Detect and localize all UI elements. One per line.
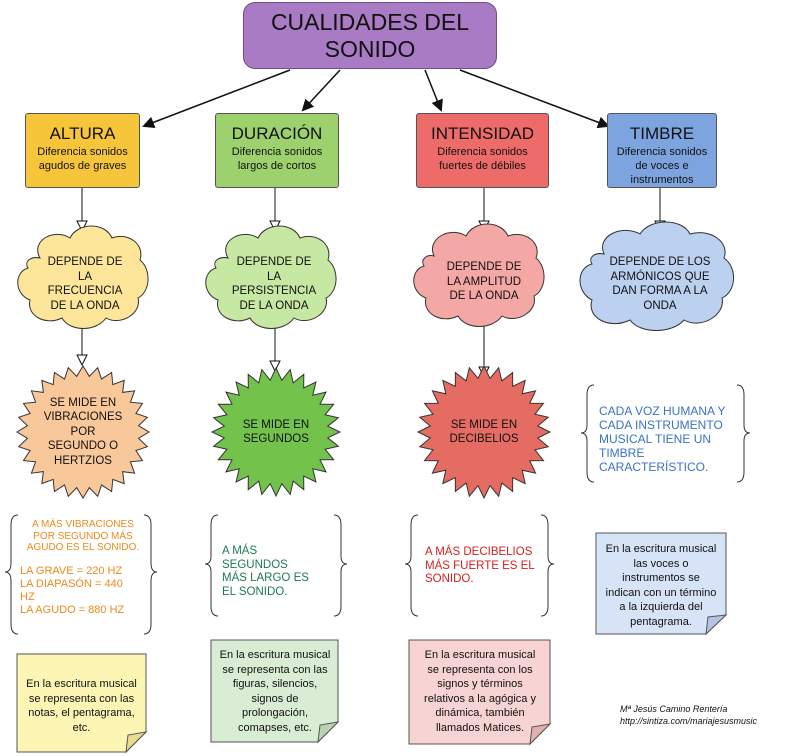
vertical-connectors bbox=[82, 188, 660, 376]
note-altura-text: En la escritura musical se representa co… bbox=[26, 678, 137, 734]
arrow-to-intensidad bbox=[424, 69, 443, 112]
author-credit: Mª Jesús Camino Rentería http://sintiza.… bbox=[620, 704, 758, 726]
cloud-timbre-shape bbox=[579, 221, 734, 331]
note-timbre-shape bbox=[595, 532, 728, 636]
note-intensidad-shape bbox=[408, 639, 552, 746]
note-duracion-text: En la escritura musical se representa co… bbox=[219, 649, 331, 734]
braces bbox=[4, 384, 751, 635]
star-intensidad-shape bbox=[416, 364, 552, 500]
category-timbre: TIMBRE Diferencia sonidos de voces e ins… bbox=[607, 113, 717, 188]
cloud-duracion-text: DEPENDE DE LA PERSISTENCIA DE LA ONDA bbox=[231, 256, 317, 312]
note-duracion-shape bbox=[210, 639, 340, 744]
category-timbre-name: TIMBRE bbox=[629, 124, 695, 143]
star-duracion-shape bbox=[210, 366, 342, 498]
cloud-duracion-shape bbox=[205, 225, 337, 329]
category-duracion: DURACIÓN Diferencia sonidos largos de co… bbox=[215, 113, 339, 188]
note-altura-shape bbox=[16, 653, 148, 754]
altura-brace-text-a: A MÁS VIBRACIONES POR SEGUNDO MÁS AGUDO … bbox=[26, 519, 140, 553]
category-altura-desc: Diferencia sonidos agudos de graves bbox=[37, 146, 128, 172]
note-timbre-text: En la escritura musical las voces o inst… bbox=[605, 543, 717, 628]
category-duracion-desc: Diferencia sonidos largos de cortos bbox=[231, 146, 323, 172]
category-intensidad-desc: Diferencia sonidos fuertes de débiles bbox=[437, 146, 528, 172]
category-altura-name: ALTURA bbox=[49, 124, 116, 143]
star-duracion-text: SE MIDE EN SEGUNDOS bbox=[242, 418, 310, 446]
diagram-title: CUALIDADES DEL SONIDO bbox=[270, 8, 470, 62]
category-timbre-desc: Diferencia sonidos de voces e instrument… bbox=[616, 146, 708, 186]
arrow-to-altura bbox=[142, 69, 291, 129]
intensidad-brace-text: A MÁS DECIBELIOS MÁS FUERTE ES EL SONIDO… bbox=[425, 546, 535, 585]
star-altura-shape bbox=[16, 365, 150, 499]
arrow-to-duracion bbox=[301, 69, 341, 112]
cloud-intensidad-text: DEPENDE DE LA AMPLITUD DE LA ONDA bbox=[446, 261, 522, 303]
timbre-brace-text: CADA VOZ HUMANA Y CADA INSTRUMENTO MUSIC… bbox=[599, 404, 726, 474]
category-intensidad: INTENSIDAD Diferencia sonidos fuertes de… bbox=[416, 113, 549, 188]
cloud-timbre-text: DEPENDE DE LOS ARMÓNICOS QUE DAN FORMA A… bbox=[609, 256, 711, 312]
title-connectors bbox=[142, 69, 610, 129]
altura-brace-text-b: LA GRAVE = 220 HZ LA DIAPASÓN = 440 HZ L… bbox=[20, 565, 125, 616]
cloud-altura-text: DEPENDE DE LA FRECUENCIA DE LA ONDA bbox=[47, 256, 123, 312]
star-altura-text: SE MIDE EN VIBRACIONES POR SEGUNDO O HER… bbox=[43, 396, 123, 467]
title-box: CUALIDADES DEL SONIDO bbox=[243, 2, 497, 69]
arrow-to-timbre bbox=[459, 69, 610, 129]
category-altura: ALTURA Diferencia sonidos agudos de grav… bbox=[25, 113, 140, 188]
star-intensidad-text: SE MIDE EN DECIBELIOS bbox=[449, 418, 519, 446]
category-duracion-name: DURACIÓN bbox=[231, 124, 323, 143]
category-intensidad-name: INTENSIDAD bbox=[431, 124, 534, 143]
note-intensidad-text: En la escritura musical se representa co… bbox=[424, 649, 536, 734]
cloud-intensidad-shape bbox=[413, 223, 545, 327]
cloud-altura-shape bbox=[17, 225, 149, 329]
duracion-brace-text: A MÁS SEGUNDOS MÁS LARGO ES EL SONIDO. bbox=[222, 545, 309, 598]
